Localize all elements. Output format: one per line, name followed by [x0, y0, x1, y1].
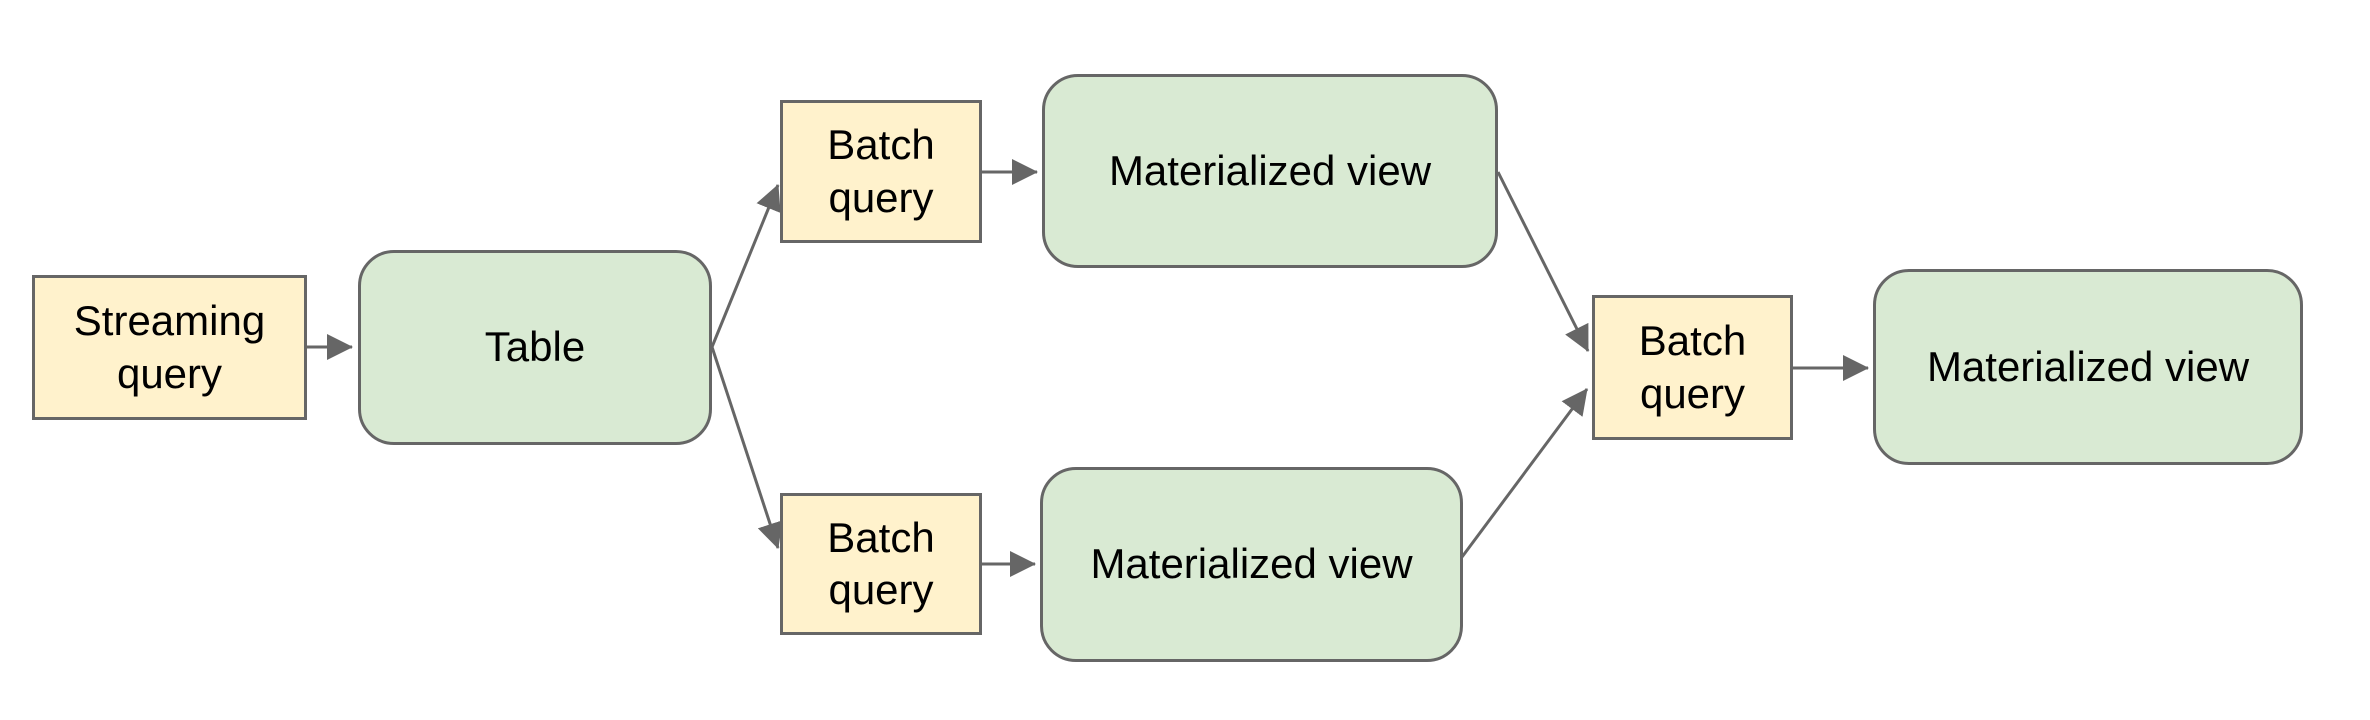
node-table: Table — [358, 250, 712, 445]
edge-mv-bottom-to-batch-query-final — [1460, 388, 1589, 558]
edge-mv-top-to-batch-query-final — [1496, 171, 1590, 352]
node-label: Batch query — [827, 513, 935, 614]
node-streaming-query: Streaming query — [32, 275, 307, 420]
node-label: Streaming query — [73, 297, 266, 397]
node-label: Batch query — [1638, 317, 1747, 417]
node-label: Batch query — [827, 121, 935, 221]
node-materialized-view-bottom: Materialized view — [1040, 467, 1463, 662]
edge-table-to-batch-query-bottom — [710, 346, 783, 549]
node-materialized-view-final: Materialized view — [1873, 269, 2303, 465]
node-label: Materialized view — [1108, 146, 1432, 194]
node-batch-query-bottom: Batch query — [780, 493, 982, 635]
node-label: Materialized view — [1090, 540, 1413, 588]
node-label: Table — [484, 323, 586, 371]
node-batch-query-top: Batch query — [780, 100, 982, 243]
node-batch-query-final: Batch query — [1592, 295, 1793, 440]
node-materialized-view-top: Materialized view — [1042, 74, 1498, 268]
node-label: Materialized view — [1926, 342, 2250, 390]
edge-table-to-batch-query-top — [710, 184, 781, 348]
